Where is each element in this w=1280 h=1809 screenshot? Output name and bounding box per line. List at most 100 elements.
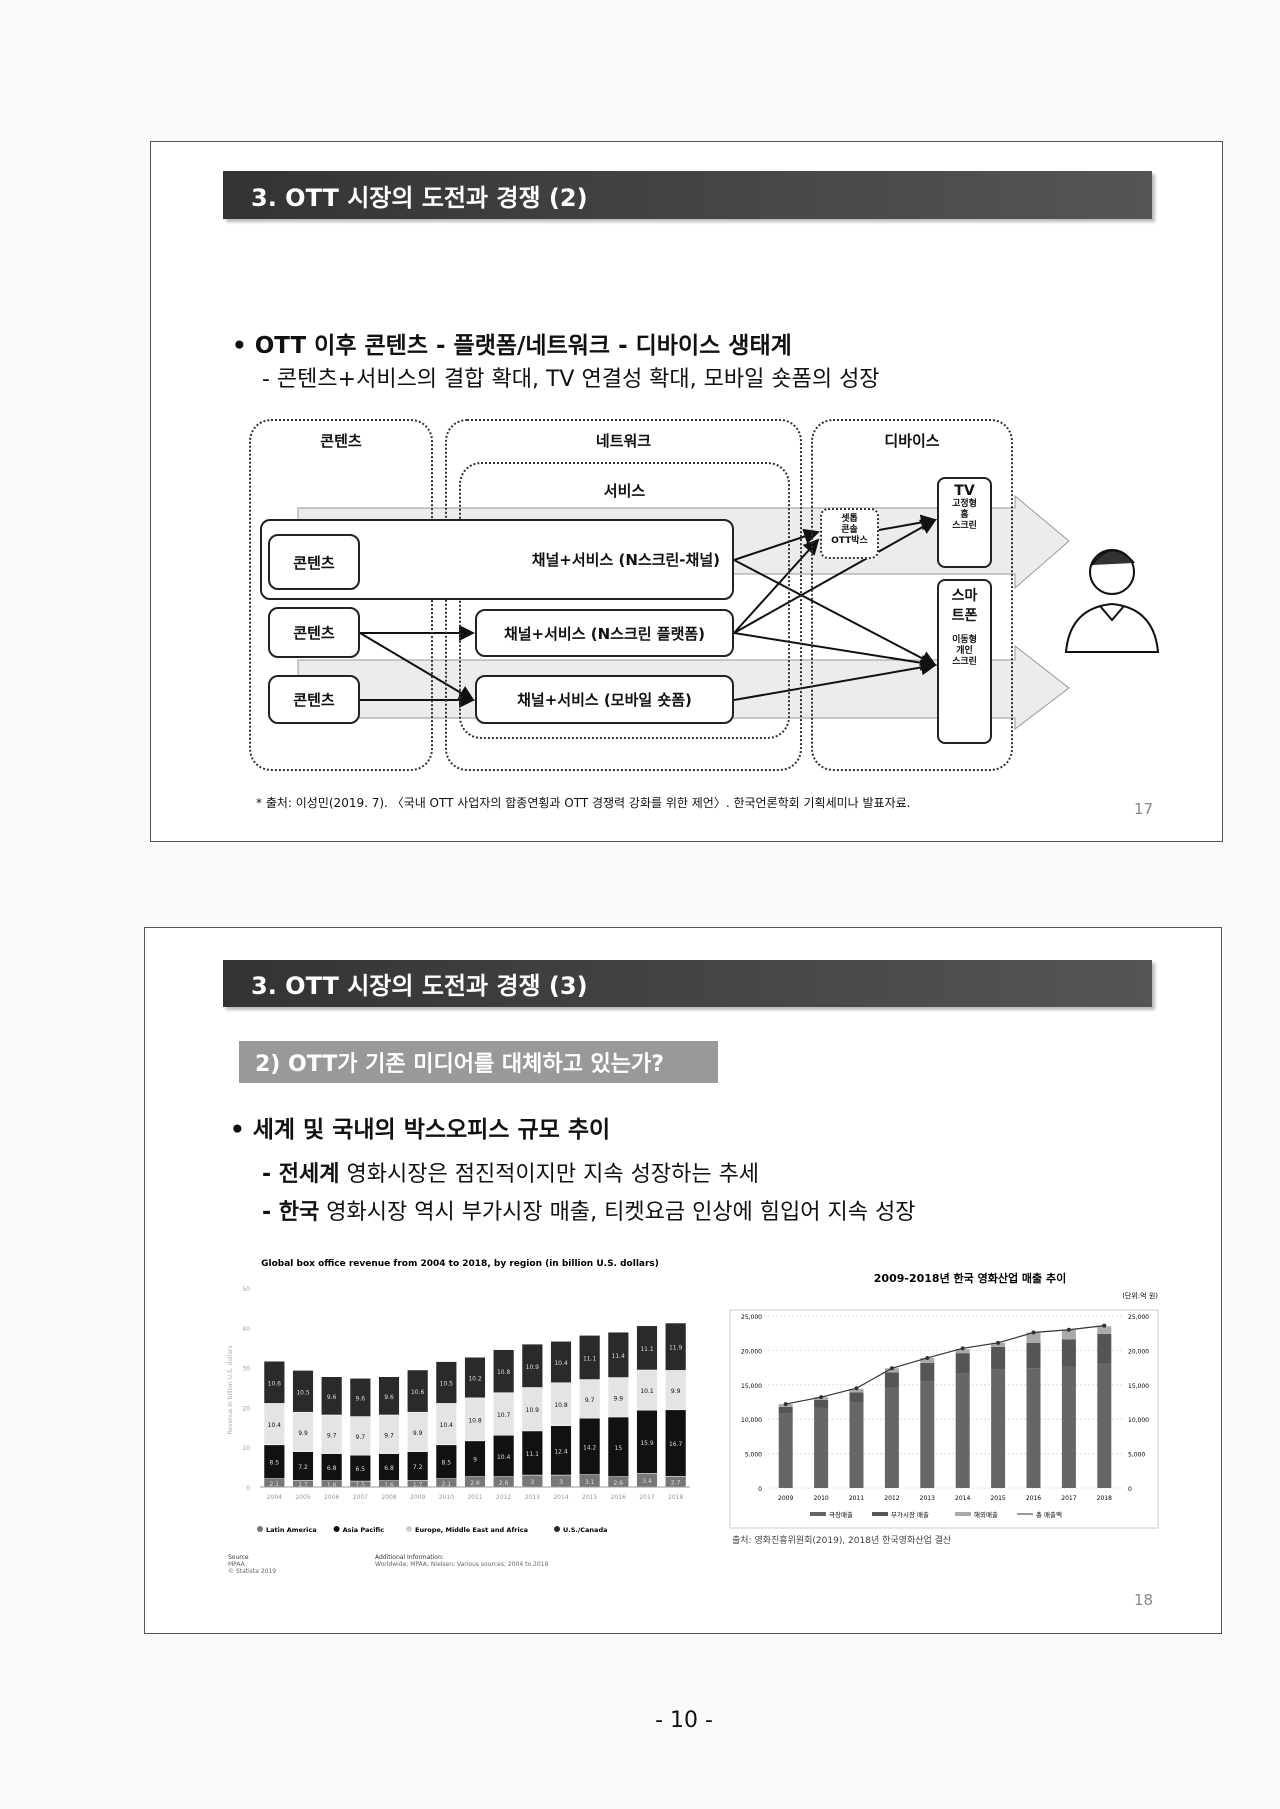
line-point <box>925 1355 930 1360</box>
x-tick-label: 2008 <box>381 1494 396 1501</box>
line-point <box>783 1402 788 1407</box>
y2-tick-label: 20,000 <box>1128 1348 1149 1355</box>
data-label: 14.2 <box>583 1444 597 1451</box>
data-label: 6.8 <box>327 1465 337 1472</box>
legend-marker <box>872 1512 888 1516</box>
channel-box-mobile-shortform: 채널+서비스 (모바일 숏폼) <box>475 675 734 724</box>
bar-segment <box>636 1325 658 1371</box>
data-label: 1.7 <box>298 1482 308 1489</box>
bar-segment <box>435 1361 457 1404</box>
line-point <box>960 1346 965 1351</box>
bar-segment <box>521 1343 543 1388</box>
line-point <box>819 1395 824 1400</box>
data-label: 10.8 <box>554 1402 568 1409</box>
data-label: 11.1 <box>640 1346 654 1353</box>
bullet-subtext: - 콘텐츠+서비스의 결합 확대, TV 연결성 확대, 모바일 숏폼의 성장 <box>262 367 880 392</box>
data-label: 2.6 <box>614 1480 624 1487</box>
x-tick-label: 2007 <box>353 1494 368 1501</box>
bar-segment <box>378 1376 400 1416</box>
contents-box-3: 콘텐츠 <box>268 675 360 724</box>
line-point <box>1066 1327 1071 1332</box>
bar-segment <box>550 1341 572 1383</box>
device-column-label: 디바이스 <box>884 432 940 450</box>
data-label: 9.7 <box>384 1432 394 1439</box>
data-label: 1.5 <box>356 1482 366 1489</box>
bar-segment <box>349 1378 371 1417</box>
y2-tick-label: 15,000 <box>1128 1383 1149 1390</box>
data-label: 10.5 <box>296 1389 310 1396</box>
y-tick-label: 0 <box>758 1486 762 1493</box>
y-tick-label: 0 <box>246 1485 250 1492</box>
y-tick-label: 15,000 <box>741 1383 762 1390</box>
bullet-text: OTT 이후 콘텐츠 - 플랫폼/네트워크 - 디바이스 생태계 <box>254 333 792 359</box>
y-tick-label: 20,000 <box>741 1348 762 1355</box>
x-tick-label: 2004 <box>267 1494 282 1501</box>
line-point <box>889 1366 894 1371</box>
bar-segment <box>1097 1333 1112 1364</box>
data-label: 2.7 <box>671 1480 681 1487</box>
bar-segment <box>920 1357 935 1363</box>
bar-segment <box>884 1368 899 1373</box>
y2-tick-label: 25,000 <box>1128 1314 1149 1321</box>
data-label: 10.4 <box>497 1454 511 1461</box>
data-label: 10.4 <box>268 1422 282 1429</box>
line2-text: 영화시장 역시 부가시장 매출, 티켓요금 인상에 힘입어 지속 성장 <box>319 1200 916 1225</box>
chart-frame <box>729 1309 1159 1529</box>
line-point <box>1102 1323 1107 1328</box>
bar-segment <box>991 1346 1006 1370</box>
legend-label: Asia Pacific <box>343 1526 385 1534</box>
data-label: 11.4 <box>612 1353 626 1360</box>
y-axis-label: Revenue in billion U.S. dollars <box>227 1345 234 1434</box>
legend-marker <box>406 1526 412 1532</box>
data-label: 9.6 <box>327 1394 337 1401</box>
bar-segment <box>814 1399 829 1408</box>
bar-segment <box>263 1360 285 1404</box>
data-label: 10.7 <box>497 1412 511 1419</box>
data-label: 15 <box>615 1445 623 1452</box>
bar-segment <box>849 1402 864 1488</box>
y-tick-label: 40 <box>242 1326 250 1333</box>
data-label: 16.7 <box>669 1441 683 1448</box>
x-tick-label: 2017 <box>1061 1495 1076 1502</box>
data-label: 1.7 <box>413 1482 423 1489</box>
total-line <box>785 1325 1105 1405</box>
x-tick-label: 2006 <box>324 1494 339 1501</box>
bullet-text: 세계 및 국내의 박스오피스 규모 추이 <box>252 1117 611 1143</box>
smartphone-device: 스마 트폰 이동형 개인 스크린 <box>937 579 992 744</box>
data-label: 2.6 <box>499 1480 509 1487</box>
data-label: 9.9 <box>671 1388 681 1395</box>
slide-17 <box>150 141 1223 842</box>
source-label: Source <box>228 1554 249 1561</box>
x-tick-label: 2011 <box>849 1495 864 1502</box>
smartphone-label: 스마 트폰 <box>951 588 978 624</box>
bar-segment <box>884 1372 899 1388</box>
data-label: 1.6 <box>384 1482 394 1489</box>
contents-box-2: 콘텐츠 <box>268 607 360 658</box>
bar-segment <box>464 1357 486 1399</box>
data-label: 10.4 <box>554 1360 568 1367</box>
flow-arrows <box>359 514 937 708</box>
y-tick-label: 20 <box>242 1405 250 1412</box>
data-label: 2.1 <box>442 1481 452 1488</box>
source-block: Source MPAA © Statista 2019 <box>228 1554 276 1575</box>
data-label: 11.9 <box>669 1345 683 1352</box>
x-tick-label: 2013 <box>525 1494 540 1501</box>
bar-segment <box>955 1349 970 1354</box>
legend-label: U.S./Canada <box>563 1526 607 1534</box>
legend-marker <box>955 1512 971 1516</box>
x-tick-label: 2009 <box>410 1494 425 1501</box>
slide-number: 18 <box>1134 1591 1154 1609</box>
x-tick-label: 2012 <box>496 1494 511 1501</box>
data-label: 9.7 <box>356 1434 366 1441</box>
data-label: 10.2 <box>468 1376 482 1383</box>
y2-tick-label: 5,000 <box>1128 1452 1145 1459</box>
additional-info: Additional Information: Worldwide; MPAA;… <box>375 1554 548 1568</box>
data-label: 6.5 <box>356 1466 366 1473</box>
data-label: 9.9 <box>614 1395 624 1402</box>
bar-segment <box>778 1406 793 1414</box>
bullet-heading: • 세계 및 국내의 박스오피스 규모 추이 <box>230 1117 611 1143</box>
line-point <box>854 1386 859 1391</box>
bullet-line-2: - 한국 영화시장 역시 부가시장 매출, 티켓요금 인상에 힘입어 지속 성장 <box>262 1194 915 1226</box>
bar-segment <box>1026 1342 1041 1369</box>
